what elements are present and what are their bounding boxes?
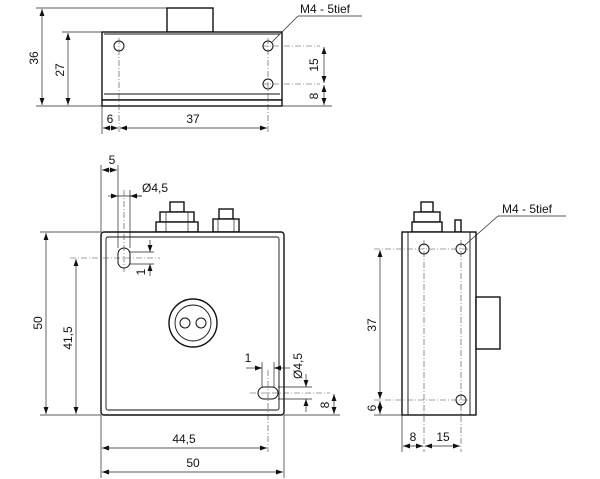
dim-label-37-side: 37 [365, 318, 379, 332]
front-view-lid [105, 236, 280, 411]
dim-label-37: 37 [186, 112, 200, 126]
leader-line [464, 215, 499, 246]
top-view-connector [166, 7, 214, 33]
socket-pin [195, 317, 207, 329]
top-view-note: M4 - 5tief [300, 2, 351, 16]
front-view-connector-base [155, 221, 199, 233]
dim-label-1-vertical: 1 [134, 268, 148, 275]
dim-label-8-side: 8 [410, 430, 417, 444]
dim-label-1-horizontal: 1 [245, 351, 252, 365]
dim-label-50-horizontal: 50 [186, 456, 200, 470]
dim-label-15: 15 [307, 58, 321, 72]
dim-label-27: 27 [53, 63, 67, 77]
front-view-cable-gland-nut [218, 208, 234, 220]
dim-label-6: 6 [107, 112, 114, 126]
front-view: 5 Ø4,5 1 50 41,5 1 Ø4,5 8 [31, 153, 340, 478]
top-view-base [101, 99, 283, 107]
socket-pin [179, 317, 191, 329]
dim-label-5: 5 [109, 153, 116, 167]
side-view-note: M4 - 5tief [502, 202, 553, 216]
side-view-connector-nut [420, 201, 434, 213]
front-view-cable-gland [212, 218, 240, 233]
front-view-connector-nut [169, 201, 185, 213]
dim-label-50-vertical: 50 [31, 316, 45, 330]
front-view-socket-outer [168, 298, 218, 348]
side-view-gland [454, 219, 462, 233]
dim-label-41-5: 41,5 [61, 326, 75, 350]
dim-label-slot-diameter-top: Ø4,5 [142, 181, 168, 195]
side-view: M4 - 5tief 37 6 8 15 [365, 201, 566, 452]
dim-label-8-front: 8 [318, 401, 332, 408]
dim-label-slot-diameter-bottom: Ø4,5 [291, 353, 305, 379]
side-view-housing [401, 231, 477, 416]
top-view: M4 - 5tief 36 27 15 8 6 37 [27, 2, 362, 134]
dim-label-44-5: 44,5 [172, 432, 196, 446]
side-view-connector-body [413, 211, 441, 223]
leader-line [271, 15, 299, 43]
dim-label-36: 36 [27, 51, 41, 65]
front-view-socket-inner [174, 304, 212, 342]
dim-label-8: 8 [307, 92, 321, 99]
top-view-housing [101, 31, 283, 101]
dim-label-6-side: 6 [365, 404, 379, 411]
front-view-connector-body [159, 211, 195, 223]
dim-label-15-side: 15 [436, 430, 450, 444]
side-view-connector-base [411, 221, 443, 233]
side-view-socket [475, 296, 501, 350]
